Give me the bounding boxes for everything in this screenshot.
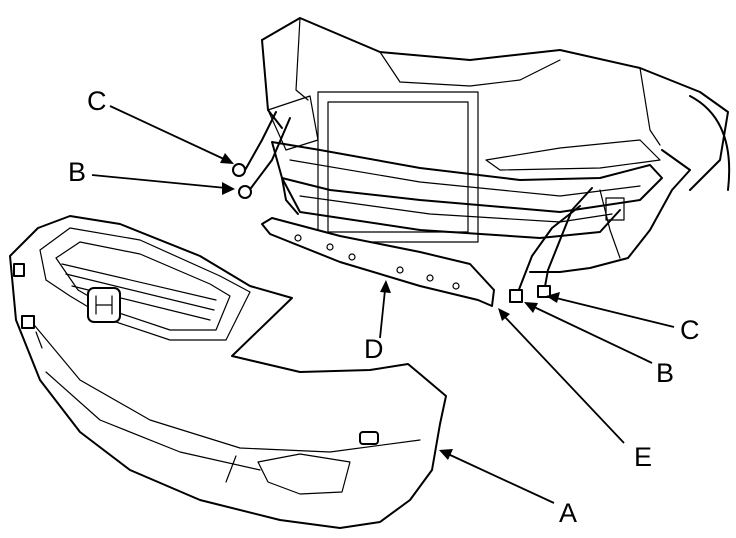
callout-b-right: B xyxy=(656,358,674,388)
callout-c-right: C xyxy=(680,315,700,345)
fog-light-harness-right xyxy=(509,187,593,303)
fog-light-harness-left xyxy=(232,111,291,199)
front-bumper-cover xyxy=(9,215,447,529)
vehicle-front-body xyxy=(261,17,731,273)
callout-b-left: B xyxy=(68,157,86,187)
callout-c-left: C xyxy=(87,86,107,116)
bumper-lower-support-strip xyxy=(261,217,495,307)
callout-labels: C B D C B E A xyxy=(68,86,700,528)
callout-d: D xyxy=(364,334,384,364)
leader-lines xyxy=(91,105,675,504)
callout-e: E xyxy=(634,442,652,472)
callout-a: A xyxy=(559,498,577,528)
